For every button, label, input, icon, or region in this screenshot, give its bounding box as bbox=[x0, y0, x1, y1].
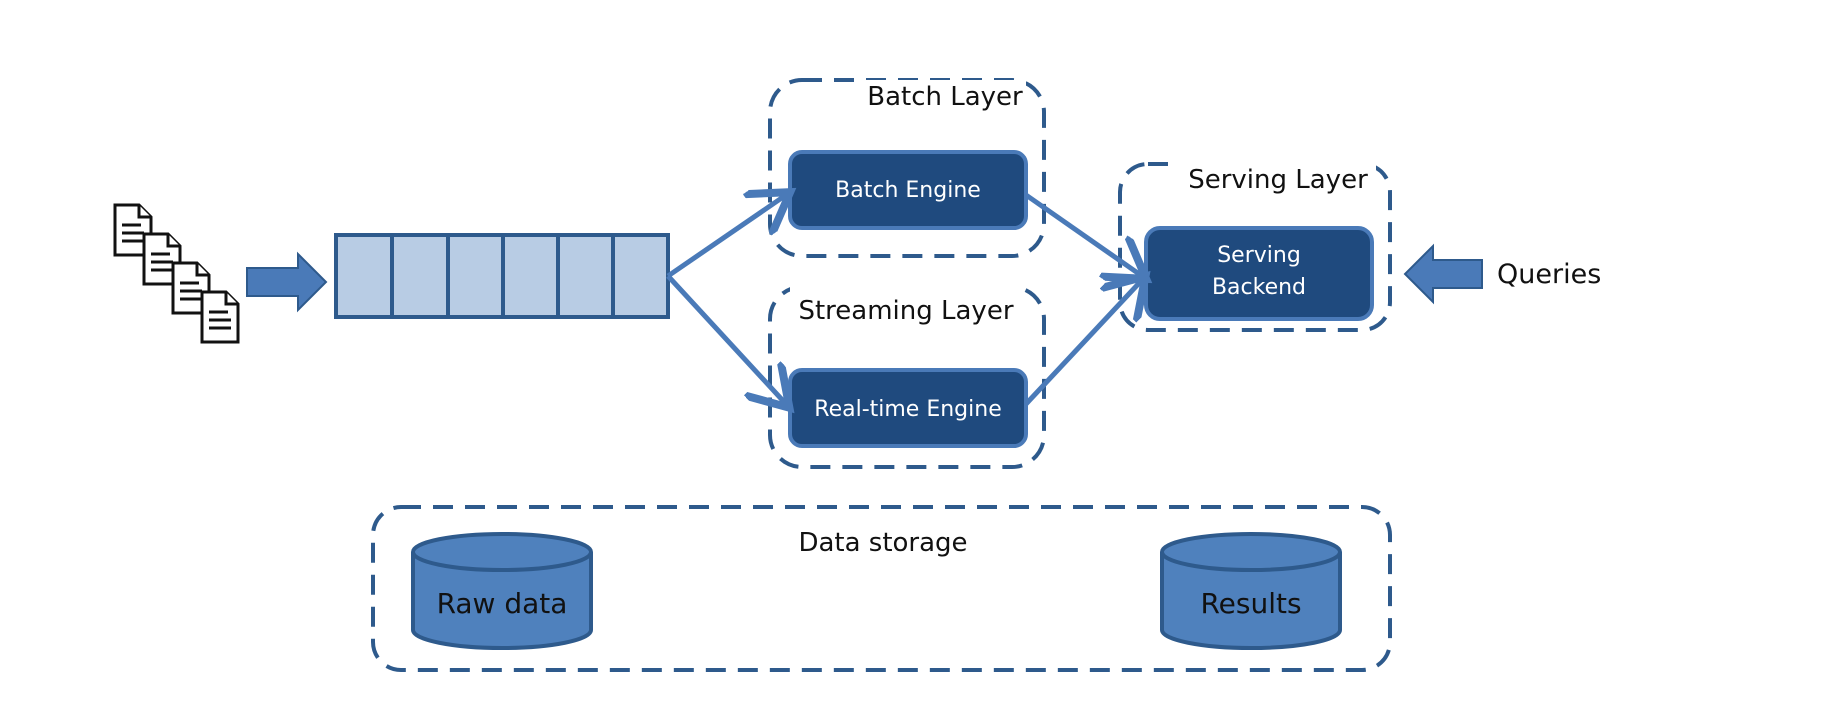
streaming-layer-title: Streaming Layer bbox=[798, 296, 1013, 326]
queue-to-batch-arrow bbox=[666, 195, 786, 279]
raw-data-label: Raw data bbox=[437, 587, 568, 620]
message-queue bbox=[334, 233, 670, 319]
queue-cell bbox=[390, 233, 450, 319]
serving-backend-label-line2: Backend bbox=[1212, 275, 1306, 300]
batch-layer-title-backdrop bbox=[858, 80, 1026, 102]
queue-to-streaming-arrow bbox=[666, 274, 786, 404]
serving-backend-label-line1: Serving bbox=[1217, 243, 1301, 268]
queue-cell bbox=[501, 233, 560, 319]
queue-cell bbox=[446, 233, 505, 319]
streaming-layer-title-backdrop bbox=[790, 283, 1022, 305]
streaming-to-serving-arrow bbox=[1024, 280, 1142, 406]
queue-cell bbox=[556, 233, 615, 319]
serving-backend-box bbox=[1144, 226, 1374, 321]
serving-layer-title: Serving Layer bbox=[1188, 165, 1368, 195]
data-storage-boundary bbox=[371, 505, 1392, 672]
results-database-icon bbox=[1160, 532, 1342, 650]
queue-cell bbox=[611, 233, 670, 319]
queries-label: Queries bbox=[1497, 259, 1601, 290]
queue-cell bbox=[334, 233, 394, 319]
raw-data-database-icon bbox=[411, 532, 593, 650]
batch-layer: Batch Layer Batch Engine bbox=[768, 78, 1046, 258]
documents-icon bbox=[113, 203, 240, 344]
serving-layer-title-backdrop bbox=[1180, 160, 1376, 182]
data-storage-title: Data storage bbox=[798, 528, 967, 558]
serving-layer: Serving Layer Serving Backend bbox=[1118, 160, 1392, 332]
batch-layer-title: Batch Layer bbox=[867, 82, 1023, 112]
document-icon bbox=[200, 290, 240, 344]
batch-engine-label: Batch Engine bbox=[835, 178, 981, 203]
input-arrow-icon bbox=[246, 251, 328, 313]
results-label: Results bbox=[1200, 587, 1301, 620]
data-storage: Data storage Raw data Results bbox=[371, 505, 1392, 672]
streaming-layer: Streaming Layer Real-time Engine bbox=[768, 283, 1046, 469]
batch-to-serving-arrow bbox=[1024, 192, 1142, 276]
queries-arrow-icon bbox=[1403, 243, 1483, 305]
realtime-engine-label: Real-time Engine bbox=[814, 397, 1001, 422]
